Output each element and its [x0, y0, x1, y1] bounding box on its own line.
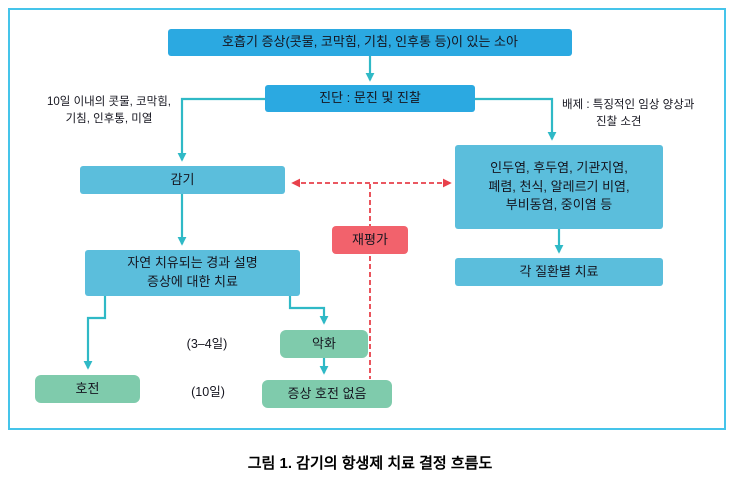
- annotation-left-criteria: 10일 이내의 콧물, 코막힘, 기침, 인후통, 미열: [28, 94, 190, 127]
- node-no-improvement: 증상 호전 없음: [262, 380, 392, 408]
- node-natural-care-line2: 증상에 대한 치료: [147, 274, 238, 289]
- label-days-10: (10일): [191, 385, 225, 399]
- label-days-3-4: (3–4일): [186, 337, 228, 351]
- arrow-natural-care-to-improvement: [83, 296, 107, 370]
- node-reevaluation: 재평가: [332, 226, 408, 254]
- node-cold-label: 감기: [170, 171, 195, 187]
- node-disease-specific-treatment-label: 각 질환별 치료: [519, 263, 599, 279]
- node-improvement-label: 호전: [75, 380, 100, 396]
- annotation-left-line2: 기침, 인후통, 미열: [65, 112, 153, 125]
- node-disease-specific-treatment: 각 질환별 치료: [455, 258, 663, 286]
- node-start-label: 호흡기 증상(콧물, 코막힘, 기침, 인후통 등)이 있는 소아: [222, 34, 518, 50]
- node-diagnosis: 진단 : 문진 및 진찰: [265, 85, 475, 112]
- node-natural-care-line1: 자연 치유되는 경과 설명: [127, 255, 258, 271]
- node-natural-care: 자연 치유되는 경과 설명 증상에 대한 치료: [85, 250, 300, 296]
- annotation-left-line1: 10일 이내의 콧물, 코막힘,: [47, 96, 171, 108]
- arrow-natural-care-to-worsening: [288, 296, 329, 325]
- node-start: 호흡기 증상(콧물, 코막힘, 기침, 인후통 등)이 있는 소아: [168, 29, 572, 56]
- node-reevaluation-label: 재평가: [352, 231, 388, 247]
- node-no-improvement-label: 증상 호전 없음: [287, 385, 367, 401]
- node-diagnosis-label: 진단 : 문진 및 진찰: [319, 90, 421, 106]
- figure-caption: 그림 1. 감기의 항생제 치료 결정 흐름도: [247, 455, 493, 472]
- annotation-right-line1: 배제 : 특징적인 임상 양상과: [562, 99, 695, 111]
- node-cold: 감기: [80, 166, 285, 194]
- annotation-right-exclusion: 배제 : 특징적인 임상 양상과 진찰 소견: [562, 97, 730, 130]
- node-other-diseases-line3: 부비동염, 중이염 등: [505, 197, 613, 213]
- node-improvement: 호전: [35, 375, 140, 403]
- node-other-diseases-line2: 폐렴, 천식, 알레르기 비염,: [488, 178, 630, 194]
- arrow-diagnosis-to-diseases: [475, 97, 557, 141]
- node-other-diseases: 인두염, 후두염, 기관지염, 폐렴, 천식, 알레르기 비염, 부비동염, 중…: [455, 145, 663, 229]
- node-worsening: 악화: [280, 330, 368, 358]
- annotation-right-line2: 진찰 소견: [596, 115, 642, 128]
- node-worsening-label: 악화: [312, 335, 336, 351]
- arrow-diagnosis-to-cold: [177, 97, 265, 162]
- node-other-diseases-line1: 인두염, 후두염, 기관지염,: [490, 159, 628, 175]
